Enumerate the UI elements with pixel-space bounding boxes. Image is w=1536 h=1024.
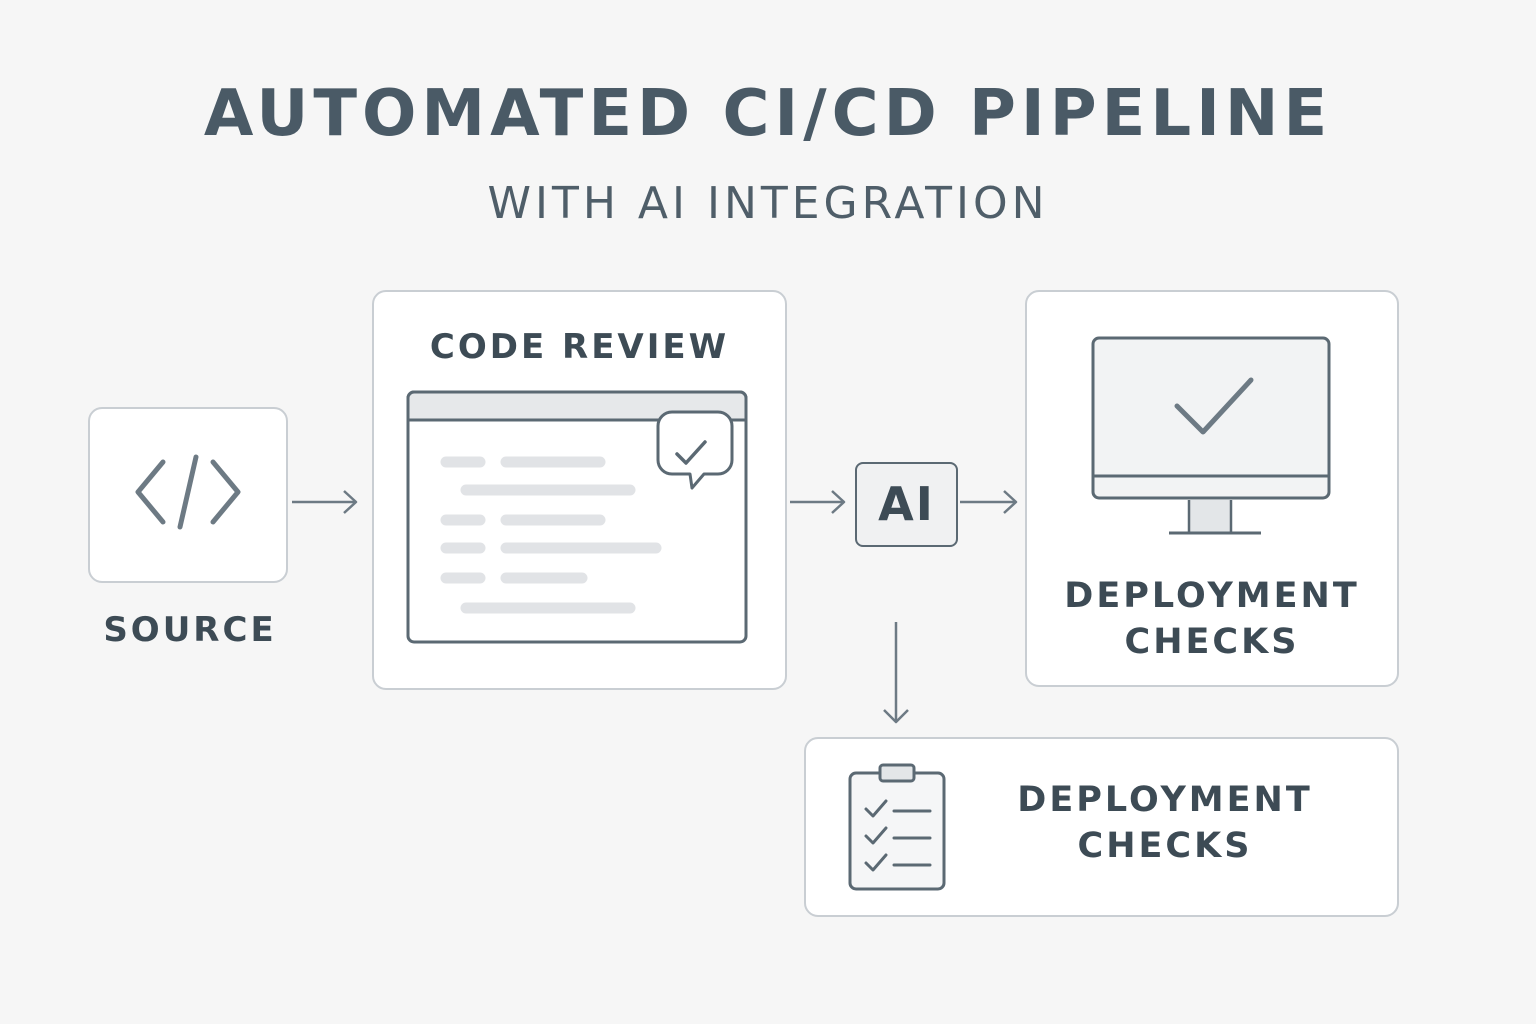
diagram-title: AUTOMATED CI/CD PIPELINE <box>203 77 1333 151</box>
deployment-checks-monitor-label: DEPLOYMENT CHECKS <box>1025 574 1399 665</box>
check-bubble-icon <box>656 410 734 490</box>
arrow-source-to-review <box>292 490 358 514</box>
monitor-check-icon <box>1091 336 1331 535</box>
deployment-checks-list-line1: DEPLOYMENT <box>1017 780 1313 820</box>
source-label: SOURCE <box>103 610 277 650</box>
arrow-ai-to-checklist <box>883 622 909 724</box>
ai-node <box>855 462 958 547</box>
arrow-review-to-ai <box>790 490 846 514</box>
arrow-ai-to-monitor <box>960 490 1018 514</box>
deployment-checks-monitor-line1: DEPLOYMENT <box>1064 576 1360 616</box>
clipboard-checklist-icon <box>848 763 946 891</box>
deployment-checks-list-label: DEPLOYMENT CHECKS <box>990 778 1340 869</box>
code-brackets-icon <box>135 454 241 530</box>
deployment-checks-list-line2: CHECKS <box>1077 825 1253 866</box>
ai-label: AI <box>878 477 935 531</box>
code-window-icon <box>406 390 748 644</box>
deployment-checks-monitor-line2: CHECKS <box>1124 621 1300 662</box>
diagram-subtitle: WITH AI INTEGRATION <box>487 178 1049 229</box>
code-review-label: CODE REVIEW <box>429 327 730 367</box>
